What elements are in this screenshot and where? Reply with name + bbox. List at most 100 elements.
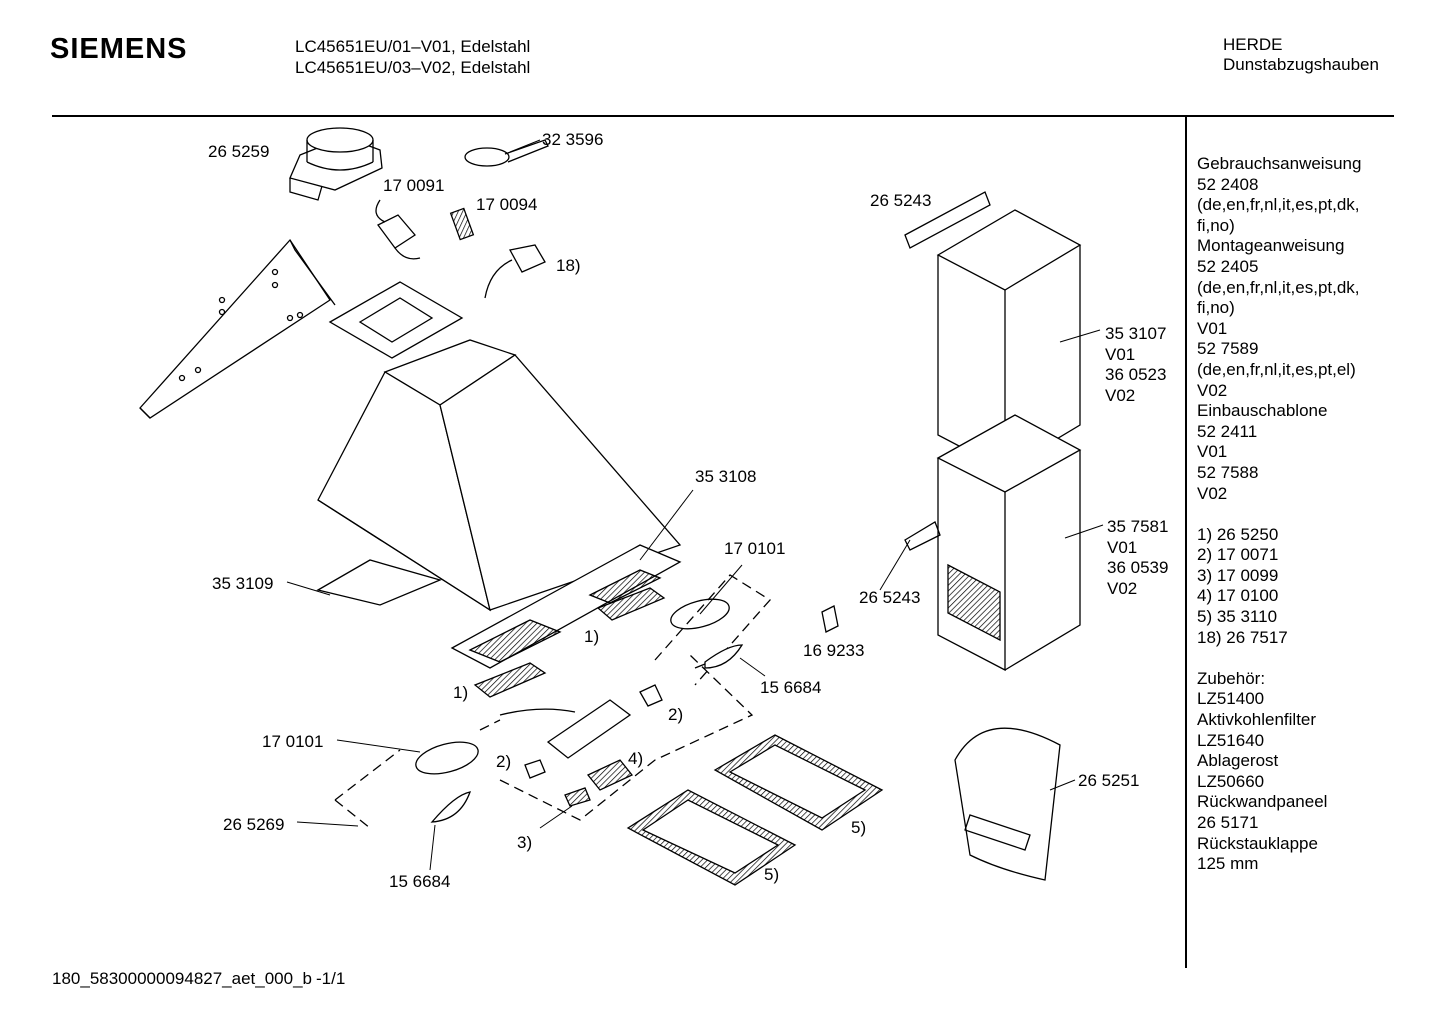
callout-5-right: 5) [851, 818, 867, 837]
sidebar-line: Rückstauklappe [1197, 833, 1318, 853]
sidebar-line: 18) 26 7517 [1197, 627, 1288, 647]
callout-357581-v01: V01 [1107, 538, 1138, 557]
leader-lines [286, 139, 1104, 871]
cable-tie-part [464, 139, 549, 167]
sidebar-line: Gebrauchsanweisung [1197, 154, 1362, 173]
sidebar-line: fi,no) [1197, 298, 1235, 318]
switch-module-part [564, 759, 634, 807]
sidebar-line: 3) 17 0099 [1197, 565, 1279, 585]
sidebar-line: fi,no) [1197, 215, 1235, 235]
callout-265259: 26 5259 [208, 142, 270, 161]
callout-360539: 36 0539 [1107, 558, 1169, 577]
parts-info-sidebar: Gebrauchsanweisung 52 2408 (de,en,fr,nl,… [1197, 154, 1361, 875]
chimney-bracket-part [904, 191, 991, 551]
sidebar-line: V02 [1197, 380, 1228, 400]
lampholder-part [524, 684, 663, 779]
sidebar-line [1197, 504, 1361, 525]
sidebar-line: LZ51400 [1197, 689, 1265, 709]
model-line-2: LC45651EU/03–V02, Edelstahl [295, 58, 531, 77]
callout-353108: 35 3108 [695, 467, 757, 486]
sidebar-line: (de,en,fr,nl,it,es,pt,dk, [1197, 195, 1360, 215]
callout-170101-lower: 17 0101 [262, 732, 324, 751]
fuse-part [449, 207, 475, 241]
sidebar-line: LZ50660 [1197, 771, 1265, 791]
sidebar-line: (de,en,fr,nl,it,es,pt,dk, [1197, 277, 1360, 297]
callout-265243-upper: 26 5243 [870, 191, 932, 210]
sidebar-line: Zubehör: [1197, 668, 1266, 688]
sidebar-line: Ablagerost [1197, 751, 1279, 771]
sidebar-line: 52 7588 [1197, 462, 1259, 482]
rear-panel-part [316, 559, 442, 606]
callout-170094: 17 0094 [476, 195, 538, 214]
callout-353107-v01: V01 [1105, 345, 1136, 364]
footer-doc-id: 180_58300000094827_aet_000_b-1/1 [52, 969, 345, 989]
callout-360523: 36 0523 [1105, 365, 1167, 384]
callout-5-left: 5) [764, 865, 780, 884]
sidebar-line: 52 2405 [1197, 256, 1259, 276]
sidebar-line: 2) 17 0071 [1197, 545, 1279, 565]
model-line-1: LC45651EU/01–V01, Edelstahl [295, 37, 531, 56]
callout-360523-v02: V02 [1105, 386, 1136, 405]
filter-frame-part [450, 544, 682, 669]
sidebar-line [1197, 648, 1361, 669]
sidebar-line: V01 [1197, 442, 1228, 462]
callout-170091: 17 0091 [383, 176, 445, 195]
ballast-part [499, 699, 632, 759]
callout-353107: 35 3107 [1105, 324, 1167, 343]
sidebar-line: (de,en,fr,nl,it,es,pt,el) [1197, 359, 1356, 379]
sidebar-line: 52 7589 [1197, 339, 1259, 359]
callout-357581: 35 7581 [1107, 517, 1169, 536]
charcoal-filter-part [626, 734, 884, 886]
sidebar-line: Rückwandpaneel [1197, 792, 1328, 812]
flange-plate-part [328, 281, 464, 359]
sidebar-line: 125 mm [1197, 854, 1259, 874]
clip-part [821, 605, 839, 633]
callout-156684-upper: 15 6684 [760, 678, 822, 697]
sidebar-line: Einbauschablone [1197, 401, 1328, 421]
callout-1-upper: 1) [584, 627, 600, 646]
duct-connector-part [289, 127, 383, 201]
footer-id-text: 180_58300000094827_aet_000_b [52, 969, 312, 988]
footer-page: -1/1 [316, 969, 346, 988]
callout-265251: 26 5251 [1078, 771, 1140, 790]
callout-2-left: 2) [496, 752, 512, 771]
sidebar-line: 52 2408 [1197, 174, 1259, 194]
sidebar-line: 5) 35 3110 [1197, 607, 1278, 627]
subcategory: Dunstabzugshauben [1223, 55, 1379, 74]
callout-265269: 26 5269 [223, 815, 285, 834]
sidebar-line: V02 [1197, 483, 1228, 503]
sidebar-line: 4) 17 0100 [1197, 586, 1279, 606]
callout-360539-v02: V02 [1107, 579, 1138, 598]
callout-323596: 32 3596 [542, 130, 604, 149]
header-rule [52, 115, 1394, 117]
siemens-logo: SIEMENS [50, 33, 188, 65]
callout-265243-lower: 26 5243 [859, 588, 921, 607]
sidebar-line: Montageanweisung [1197, 236, 1345, 256]
callout-156684-lower: 15 6684 [389, 872, 451, 891]
callout-4: 4) [628, 749, 644, 768]
bulb-part-lower [430, 791, 471, 823]
hood-canopy-part [317, 339, 682, 612]
sidebar-line: 26 5171 [1197, 813, 1259, 832]
sidebar-line: V01 [1197, 318, 1228, 338]
sidebar-line: 52 2411 [1197, 421, 1258, 441]
sidebar-line: 1) 26 5250 [1197, 524, 1279, 544]
sidebar-line: Aktivkohlenfilter [1197, 710, 1317, 730]
grease-filter-part [473, 587, 666, 698]
callout-353109: 35 3109 [212, 574, 274, 593]
lower-chimney-part [936, 414, 1082, 672]
wall-bracket-part [139, 238, 336, 419]
power-plug-part [484, 244, 546, 299]
bulb-part [694, 644, 744, 669]
callout-2-right: 2) [668, 705, 684, 724]
sidebar-line: LZ51640 [1197, 730, 1265, 750]
callout-170101-upper: 17 0101 [724, 539, 786, 558]
callout-18: 18) [556, 256, 581, 275]
callout-169233: 16 9233 [803, 641, 865, 660]
category: HERDE [1223, 35, 1283, 54]
callout-1-lower: 1) [453, 683, 469, 702]
lamp-cover-part-lower [415, 741, 479, 775]
sidebar-rule [1185, 116, 1187, 968]
switch-part [375, 199, 421, 260]
